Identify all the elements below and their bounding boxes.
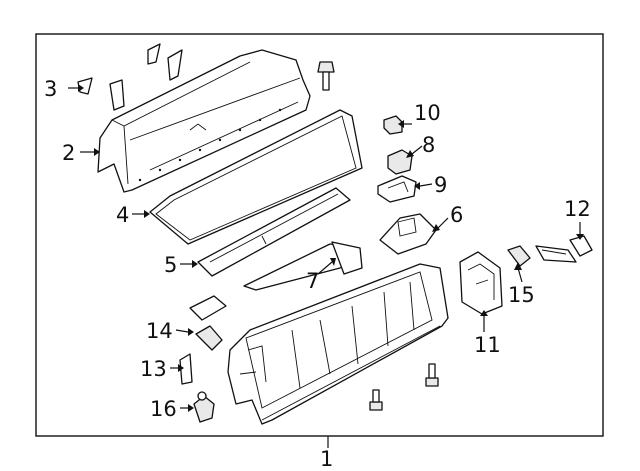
bolt-bottom-right	[425, 363, 439, 387]
part-bracket-left	[189, 295, 227, 321]
part-7-bracket	[243, 241, 363, 291]
part-1-housing	[227, 263, 449, 425]
callout-2: 2	[62, 141, 75, 165]
part-11-module	[459, 251, 503, 315]
part-15-sensor	[507, 245, 531, 267]
callout-5: 5	[164, 253, 177, 277]
part-rail	[535, 245, 577, 263]
part-6-holder	[379, 213, 437, 255]
callout-9: 9	[434, 173, 447, 197]
part-8-module	[387, 149, 413, 175]
bolt-top	[317, 61, 335, 91]
callout-7: 7	[306, 269, 319, 293]
part-9-cover	[377, 175, 417, 203]
part-4-seal	[149, 109, 363, 245]
part-14-fitting	[195, 325, 223, 351]
callout-11: 11	[474, 333, 501, 357]
callout-10: 10	[414, 101, 441, 125]
part-16-plug	[193, 391, 215, 423]
part-13-strap	[179, 353, 193, 385]
callout-3: 3	[44, 77, 57, 101]
part-12-clip	[569, 235, 593, 257]
part-2-upper-cover	[97, 49, 311, 193]
part-5-tray	[197, 187, 351, 277]
callout-4: 4	[116, 203, 129, 227]
diagram-frame	[35, 33, 604, 437]
bolt-bottom-left	[369, 389, 383, 411]
callout-15: 15	[508, 283, 535, 307]
callout-13: 13	[140, 357, 167, 381]
callout-1: 1	[320, 447, 333, 471]
callout-12: 12	[564, 197, 591, 221]
leader-lines	[68, 84, 584, 412]
part-10-connector	[383, 115, 403, 135]
callout-16: 16	[150, 397, 177, 421]
callout-6: 6	[450, 203, 463, 227]
part-3-clips	[77, 43, 183, 111]
callout-14: 14	[146, 319, 173, 343]
callout-8: 8	[422, 133, 435, 157]
